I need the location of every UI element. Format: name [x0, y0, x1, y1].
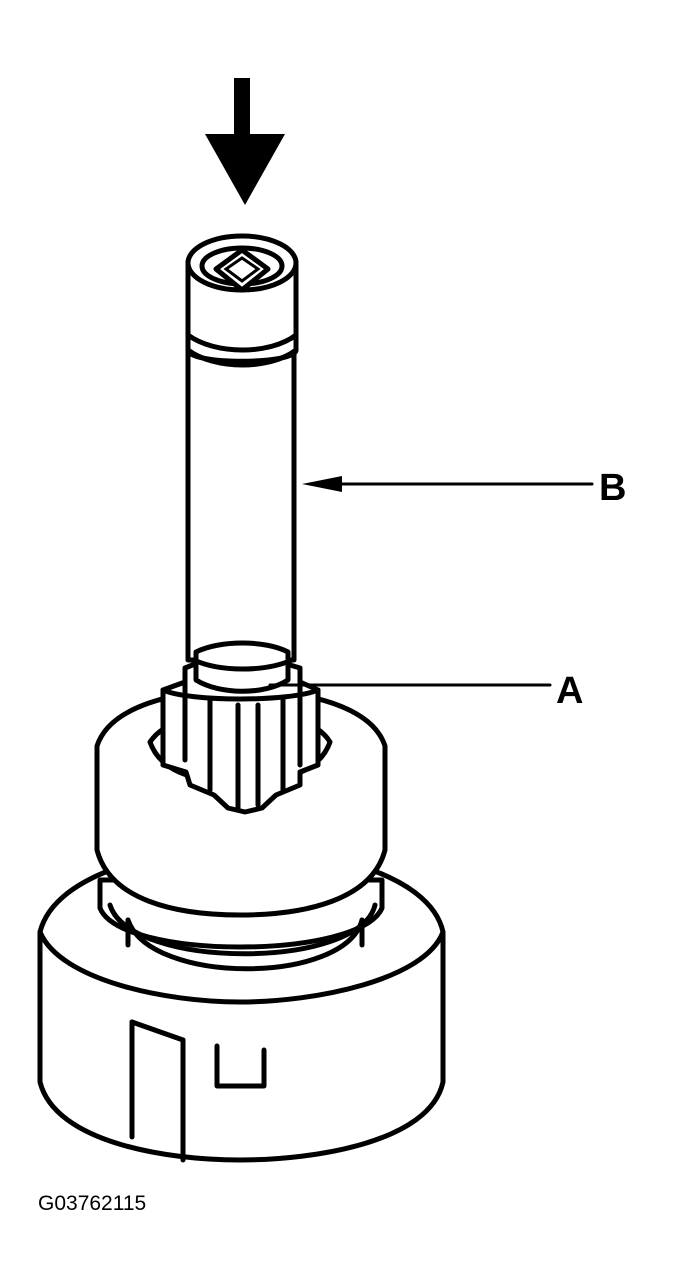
callout-b: B: [302, 467, 626, 509]
installer-tool: [185, 233, 299, 694]
figure-id: G03762115: [38, 1192, 146, 1215]
label-b: B: [599, 467, 626, 509]
pinion-gear: [160, 659, 321, 815]
callout-a: A: [268, 670, 583, 712]
label-a: A: [556, 670, 583, 712]
down-arrow-icon: [205, 78, 285, 205]
